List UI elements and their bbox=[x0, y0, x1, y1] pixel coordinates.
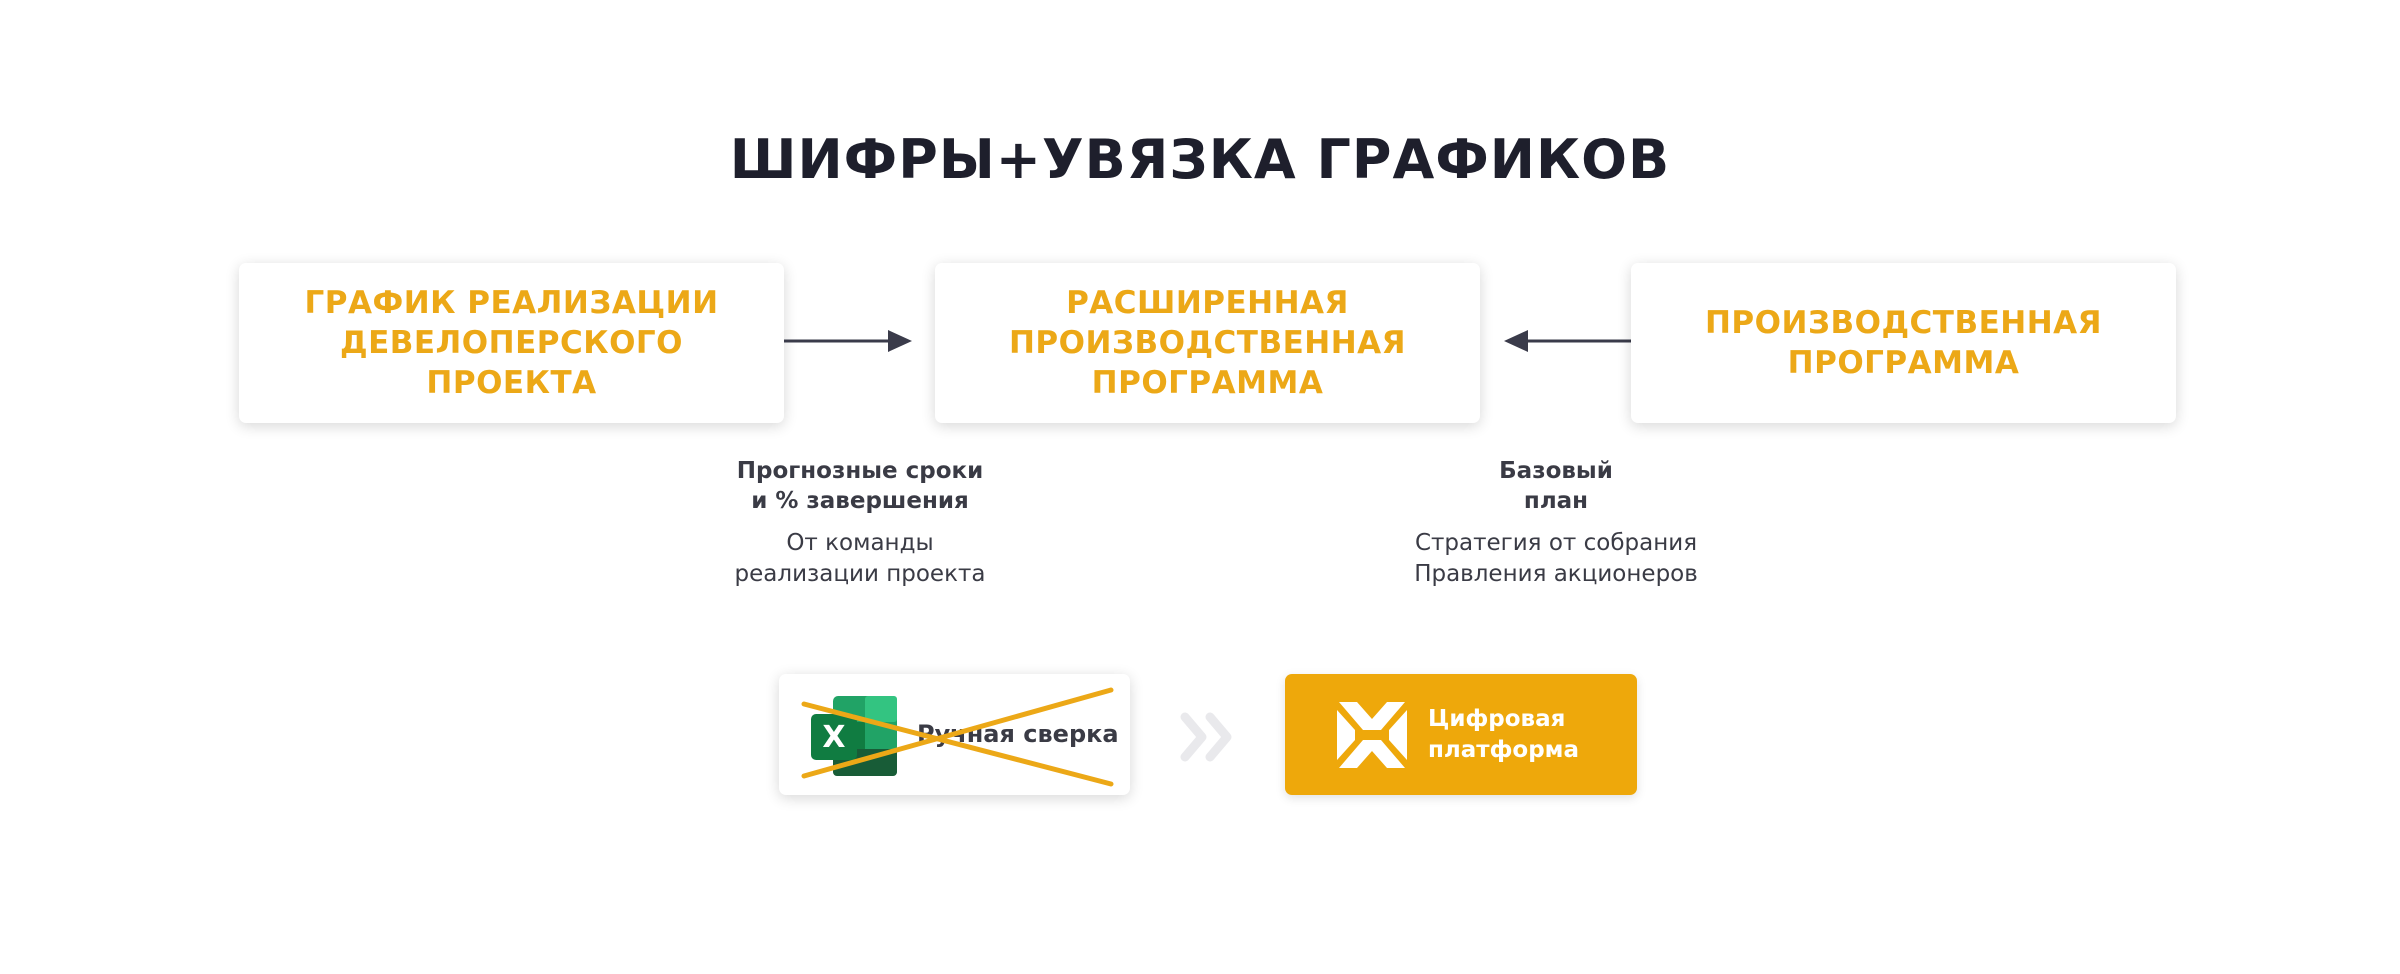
arrow-left-icon bbox=[1504, 330, 1632, 352]
forecast-source: От команды реализации проекта bbox=[734, 530, 986, 587]
forecast-title: Прогнозные сроки и % завершения bbox=[736, 458, 984, 514]
arrow-right-icon bbox=[784, 330, 912, 352]
digital-platform-text: Цифровая платформа bbox=[1428, 706, 1579, 763]
base-plan-label-group: Базовый план Стратегия от собрания Правл… bbox=[1396, 456, 1716, 590]
platform-logo-icon bbox=[1337, 702, 1407, 768]
manual-reconciliation-card: X Ручная сверка bbox=[779, 674, 1130, 795]
box-extended-program: РАСШИРЕННАЯ ПРОИЗВОДСТВЕННАЯ ПРОГРАММА bbox=[935, 263, 1480, 423]
box-extended-program-label: РАСШИРЕННАЯ ПРОИЗВОДСТВЕННАЯ ПРОГРАММА bbox=[1008, 285, 1407, 401]
page-title: ШИФРЫ+УВЯЗКА ГРАФИКОВ bbox=[729, 128, 1671, 191]
base-plan-title: Базовый план bbox=[1499, 458, 1613, 514]
box-production-program: ПРОИЗВОДСТВЕННАЯ ПРОГРАММА bbox=[1631, 263, 2176, 423]
double-chevron-right-icon bbox=[1180, 712, 1232, 762]
digital-platform-card: Цифровая платформа bbox=[1285, 674, 1637, 795]
box-production-program-label: ПРОИЗВОДСТВЕННАЯ ПРОГРАММА bbox=[1704, 305, 2103, 381]
crossed-out-icon bbox=[801, 687, 1114, 787]
forecast-label-group: Прогнозные сроки и % завершения От коман… bbox=[700, 456, 1020, 590]
excel-letter: X bbox=[822, 720, 845, 755]
base-plan-source: Стратегия от собрания Правления акционер… bbox=[1414, 530, 1698, 587]
box-developer-schedule-label: ГРАФИК РЕАЛИЗАЦИИ ДЕВЕЛОПЕРСКОГО ПРОЕКТА bbox=[304, 285, 719, 401]
box-developer-schedule: ГРАФИК РЕАЛИЗАЦИИ ДЕВЕЛОПЕРСКОГО ПРОЕКТА bbox=[239, 263, 784, 423]
